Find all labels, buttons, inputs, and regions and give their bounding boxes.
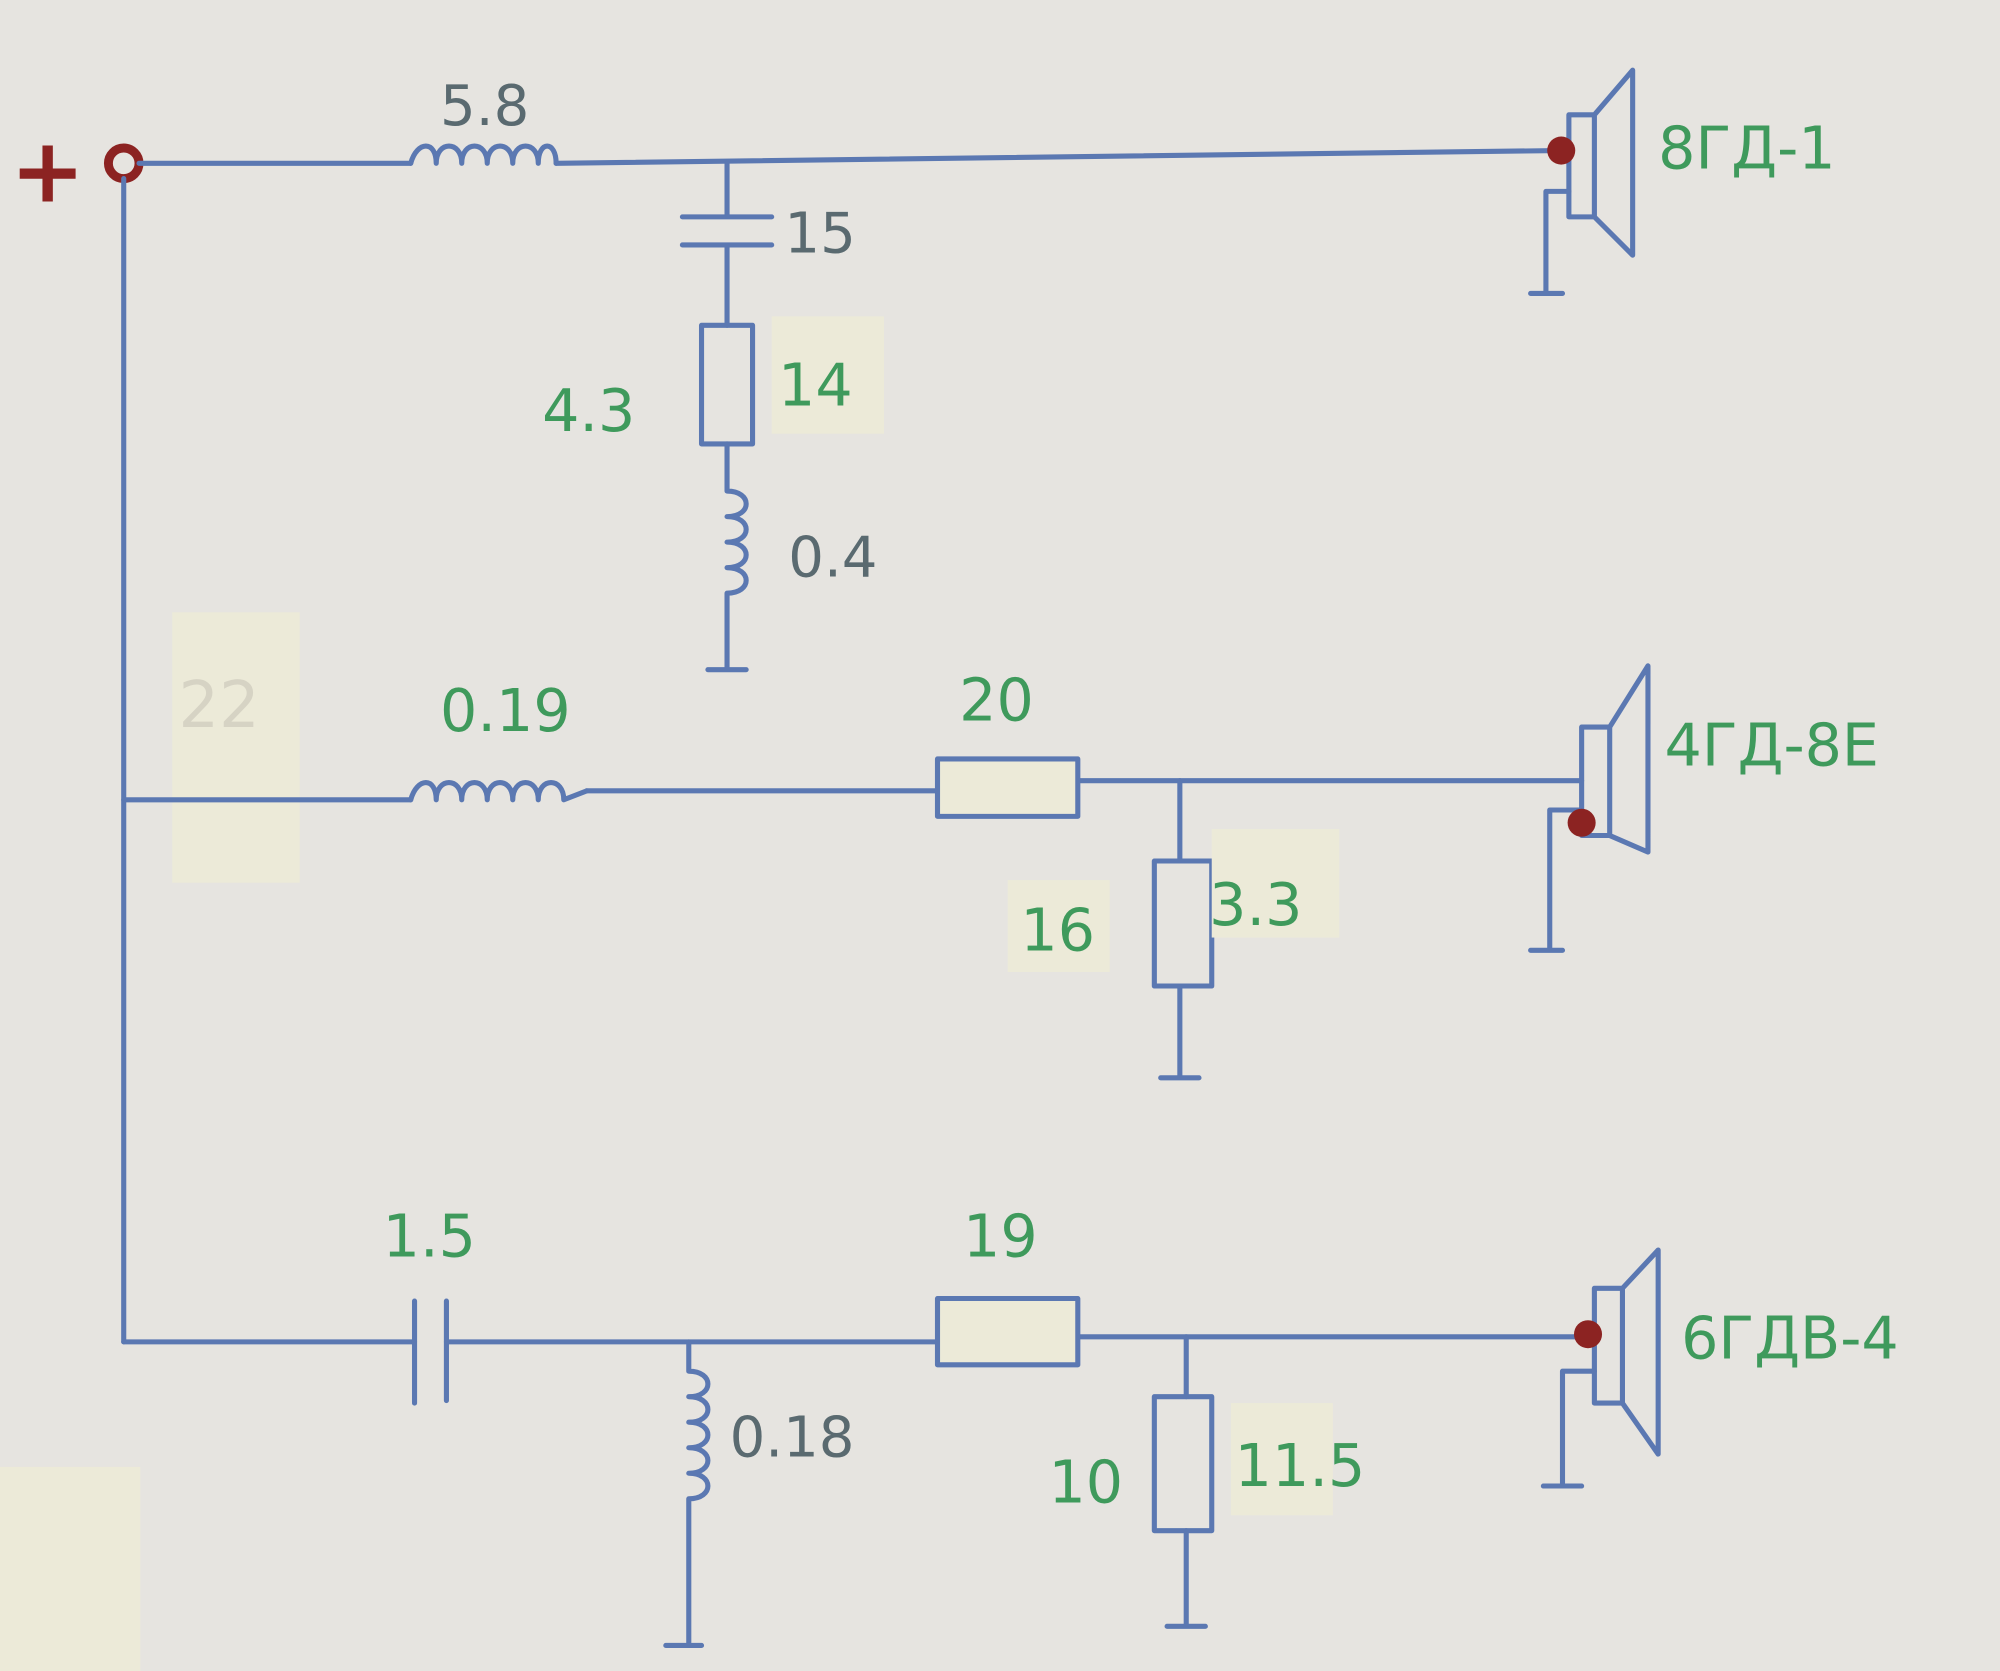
resistor-label: 4.3	[542, 377, 635, 445]
speaker-icon	[1528, 663, 1651, 953]
middle-branch: 22 0.19 20 16 3.3 4ГД-8Е	[121, 612, 1879, 1081]
inductor-icon	[408, 780, 590, 803]
resistor-note-label: 14	[778, 352, 853, 420]
inductor-label: 0.18	[730, 1406, 855, 1471]
resistor-icon	[934, 1295, 1081, 1368]
speaker-label: 8ГД-1	[1658, 114, 1835, 182]
label-patch	[771, 316, 884, 434]
wire	[136, 148, 1562, 166]
resistor-icon	[1151, 1394, 1215, 1534]
resistor-label: 20	[959, 667, 1034, 735]
inductor-icon	[408, 143, 559, 166]
inductor-label: 0.19	[440, 677, 571, 745]
capacitor-icon	[679, 160, 775, 328]
bottom-branch: 1.5 0.18 19 10 11.5 6ГДВ-4	[121, 1202, 1899, 1648]
top-branch: 5.8 15 4.3 14 0.4 8ГД-1	[136, 67, 1836, 673]
resistor-label: 10	[1048, 1449, 1123, 1517]
wire	[121, 778, 1585, 803]
label-patch	[1230, 1403, 1333, 1516]
label-patch	[1007, 880, 1110, 972]
speaker-label: 4ГД-8Е	[1665, 711, 1879, 779]
wire	[1164, 1334, 1208, 1629]
wire	[121, 1334, 1591, 1345]
speaker-icon	[1528, 67, 1636, 296]
plus-terminal-label: +	[10, 120, 85, 224]
speaker-icon	[1540, 1247, 1661, 1489]
inductor-to-ground-icon	[663, 1339, 711, 1648]
faded-note-label: 22	[179, 669, 260, 743]
label-patch	[172, 612, 300, 883]
speaker-label: 6ГДВ-4	[1681, 1304, 1899, 1372]
capacitor-label: 15	[784, 202, 855, 267]
resistor-label: 19	[963, 1202, 1038, 1270]
paper-patch	[0, 1466, 141, 1671]
inductor-to-ground-icon	[705, 441, 749, 673]
resistor-icon	[934, 756, 1081, 819]
resistor-label: 3.3	[1209, 871, 1302, 939]
resistor-note-label: 16	[1020, 896, 1095, 964]
capacitor-icon	[411, 1298, 449, 1406]
capacitor-label: 1.5	[383, 1202, 476, 1270]
label-patch	[1211, 829, 1340, 938]
resistor-note-label: 11.5	[1235, 1432, 1366, 1500]
inductor-label: 5.8	[440, 74, 529, 139]
wire	[1158, 778, 1202, 1081]
inductor-label: 0.4	[788, 526, 877, 591]
